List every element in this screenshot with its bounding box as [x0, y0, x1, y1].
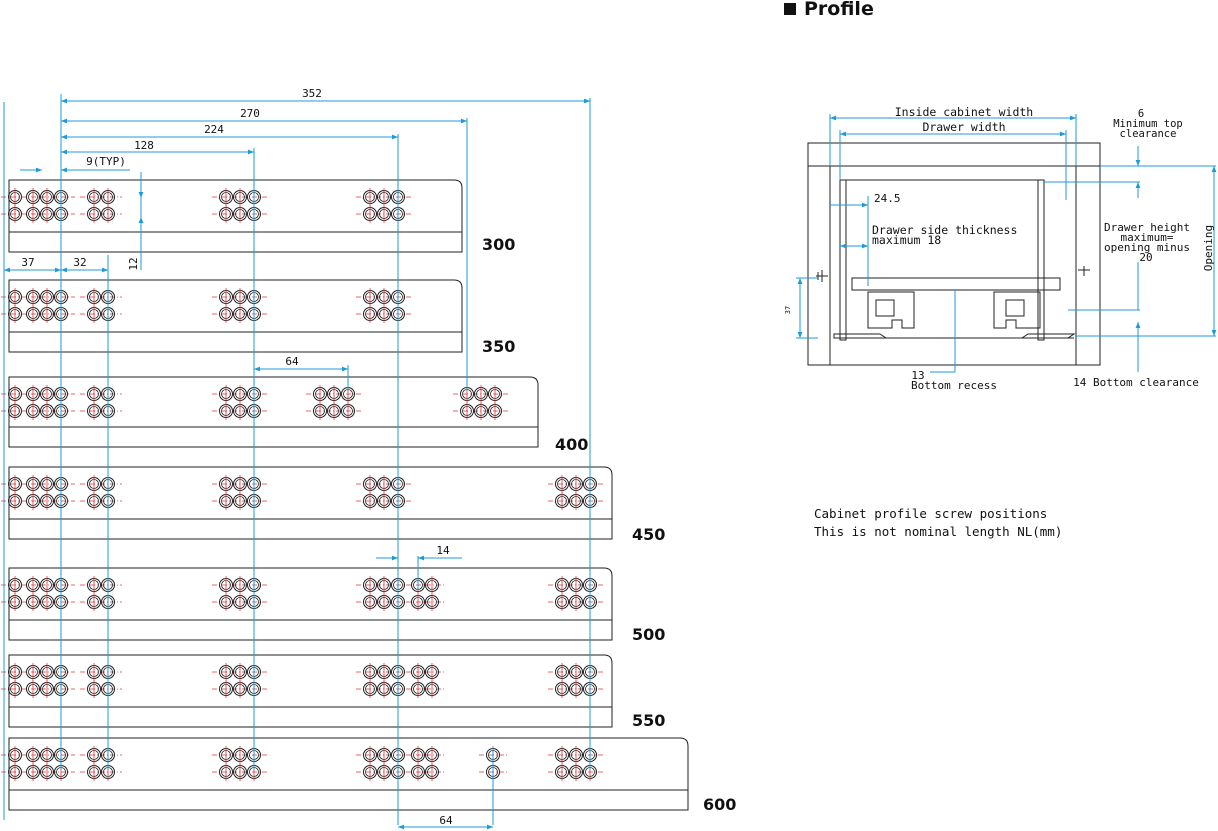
- left-rail-profile: [867, 291, 915, 329]
- cabinet-outline: [807, 142, 1101, 366]
- right-rail-profile: [993, 291, 1041, 329]
- note-line-1: Cabinet profile screw positions: [814, 506, 1048, 521]
- rail-length-label: 450: [632, 525, 665, 544]
- dim-9typ-text: 9(TYP): [86, 155, 126, 168]
- dim-128-text: 128: [134, 139, 154, 152]
- opening-text: Opening: [1202, 225, 1215, 271]
- dim-14-text: 14: [436, 544, 450, 557]
- profile-title: Profile: [804, 0, 874, 20]
- note-line-2: This is not nominal length NL(mm): [814, 524, 1063, 539]
- drawer-bottom: [851, 277, 1061, 291]
- rail-550: 550: [1, 654, 665, 730]
- rail-outline: [8, 737, 689, 811]
- rail-outline: [8, 567, 613, 641]
- bottom-clearance-text: 14 Bottom clearance: [1073, 376, 1199, 389]
- dim-270-text: 270: [240, 107, 260, 120]
- rail-length-label: 550: [632, 711, 665, 730]
- drawer-height-line3: opening minus: [1104, 241, 1190, 254]
- drawer-left-side: [839, 179, 847, 341]
- min-top-line2: clearance: [1120, 128, 1177, 140]
- rail-length-label: 400: [555, 435, 588, 454]
- rail-outline: [8, 466, 613, 540]
- rail-length-label: 500: [632, 625, 665, 644]
- dim-64a-text: 64: [285, 355, 299, 368]
- side-thickness-line2: maximum 18: [872, 233, 941, 247]
- drawer-height-line4: 20: [1139, 251, 1152, 264]
- right-foot: [1020, 333, 1076, 339]
- dim-224-text: 224: [204, 123, 224, 136]
- drawer-width-text: Drawer width: [922, 120, 1005, 134]
- rail-length-label: 350: [482, 337, 515, 356]
- dim-37-text: 37: [21, 256, 34, 269]
- left-foot: [833, 333, 888, 339]
- drawer-height-line1: Drawer height: [1104, 221, 1190, 234]
- side-thickness-line1: Drawer side thickness: [872, 223, 1017, 237]
- profile-cross-section: [807, 142, 1101, 366]
- dim-12-text: 12: [127, 257, 140, 270]
- rail-500: 500: [1, 567, 665, 644]
- rail-300: 300: [1, 179, 515, 254]
- rail-outline: [8, 279, 463, 353]
- dim-24-5-text: 24.5: [874, 192, 901, 205]
- inside-cabinet-width-text: Inside cabinet width: [895, 105, 1033, 119]
- min-top-value: 6: [1138, 108, 1144, 120]
- bottom-recess-label: Bottom recess: [911, 379, 997, 392]
- dim-64b-text: 64: [439, 814, 453, 827]
- min-top-line1: Minimum top: [1113, 118, 1183, 130]
- dim-37-profile-text: 37: [784, 306, 792, 314]
- rail-outline: [8, 654, 613, 728]
- rail-outline: [8, 376, 539, 448]
- rail-length-label: 600: [703, 795, 736, 814]
- left-screw: [816, 270, 828, 282]
- right-screw: [1078, 266, 1090, 276]
- dim-352-text: 352: [302, 87, 322, 100]
- rail-350: 350: [1, 279, 515, 356]
- rail-outline: [8, 179, 463, 253]
- rail-600: 600: [1, 737, 736, 814]
- drawer-right-side: [1037, 179, 1045, 341]
- rail-400: 400: [1, 376, 588, 454]
- bottom-recess-value: 13: [911, 369, 924, 382]
- rail-length-label: 300: [482, 235, 515, 254]
- rail-450: 450: [1, 466, 665, 544]
- dim-32-text: 32: [73, 256, 86, 269]
- square-bullet-icon: [784, 3, 796, 15]
- drawer-height-line2: maximum=: [1121, 231, 1174, 244]
- profile-heading: Profile: [784, 0, 874, 20]
